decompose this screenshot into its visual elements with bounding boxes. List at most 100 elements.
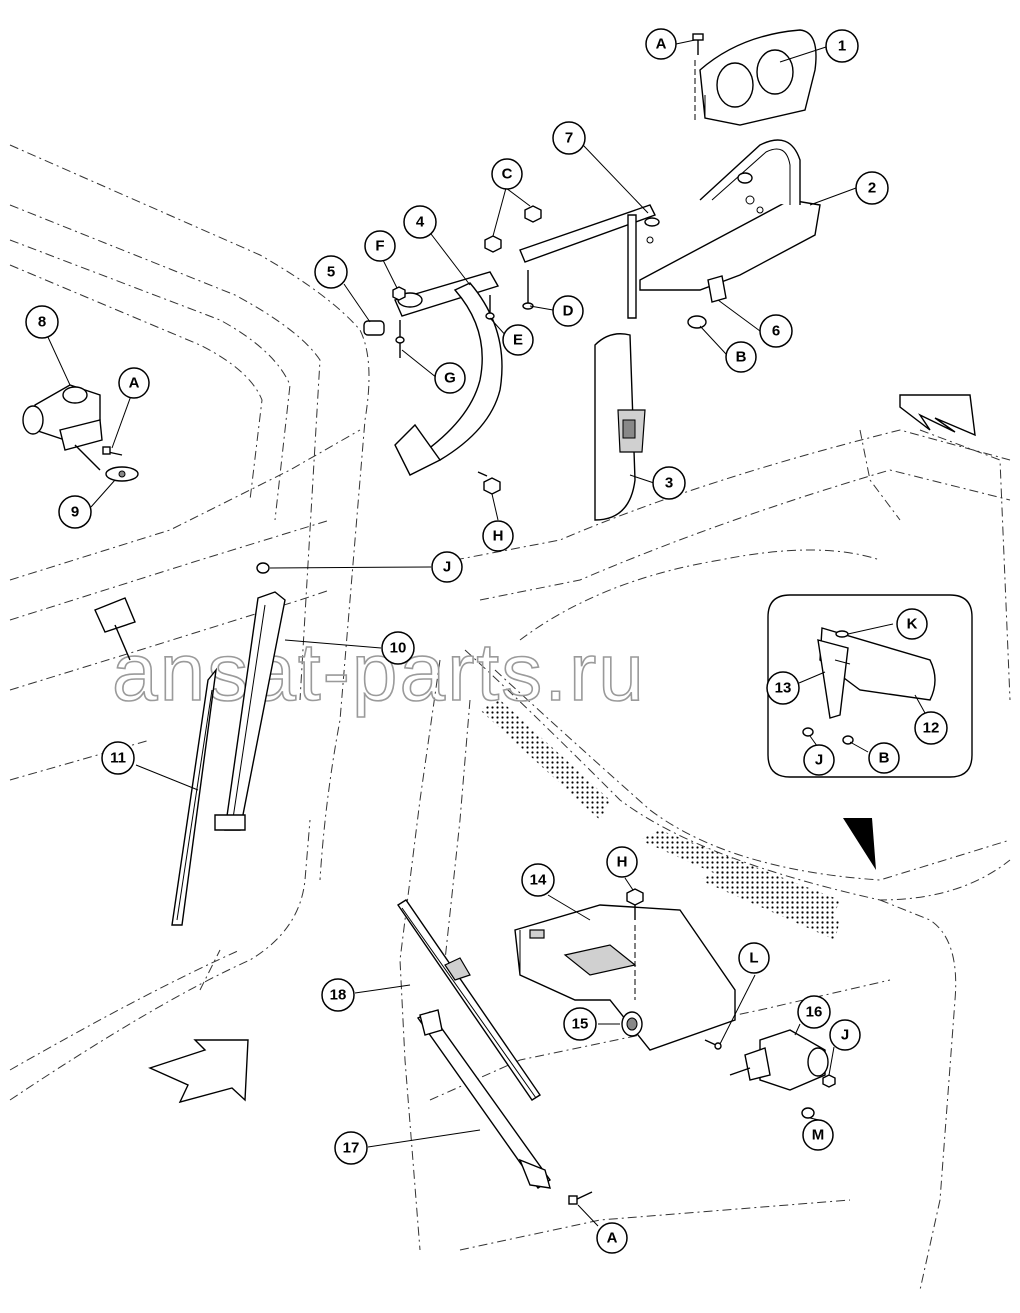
nuts-c <box>484 205 542 253</box>
callout-3: 3 <box>652 466 686 500</box>
callout-13: 13 <box>766 671 800 705</box>
vent-grille <box>480 700 840 940</box>
callout-15: 15 <box>563 1007 597 1041</box>
part-6-clip <box>707 275 727 303</box>
part-7-rod <box>519 204 660 319</box>
svg-text:A: A <box>129 375 140 392</box>
direction-arrow-top <box>899 394 976 437</box>
part-13-bracket <box>817 639 851 719</box>
svg-text:J: J <box>841 1027 849 1044</box>
bolt-h-top <box>477 471 501 495</box>
svg-text:18: 18 <box>330 987 347 1004</box>
svg-text:6: 6 <box>772 323 780 340</box>
part-17-wiper-arm <box>416 1009 551 1189</box>
screw-a-bottom <box>568 1191 593 1205</box>
screw-a-top <box>692 33 704 55</box>
svg-text:14: 14 <box>530 872 547 889</box>
svg-text:A: A <box>607 1230 618 1247</box>
part-14-cover <box>514 904 736 1051</box>
svg-text:3: 3 <box>665 475 673 492</box>
callout-j-inset: J <box>803 744 835 776</box>
callout-1: 1 <box>825 29 859 63</box>
leader-lines <box>46 39 926 1227</box>
callout-d: D <box>552 295 584 327</box>
svg-text:16: 16 <box>806 1004 823 1021</box>
nut-f <box>392 286 406 301</box>
svg-text:17: 17 <box>343 1140 360 1157</box>
svg-text:B: B <box>879 750 890 767</box>
callout-2: 2 <box>855 171 889 205</box>
svg-text:E: E <box>513 332 523 349</box>
svg-text:9: 9 <box>71 504 79 521</box>
callout-b-inset: B <box>868 742 900 774</box>
callout-12: 12 <box>914 711 948 745</box>
left-mount-plate <box>94 597 136 661</box>
svg-text:7: 7 <box>565 130 573 147</box>
callout-l: L <box>738 942 770 974</box>
screw-l <box>704 1039 722 1050</box>
nut-j-left <box>256 562 270 574</box>
part-18-wiper-blade <box>397 899 541 1101</box>
svg-text:L: L <box>749 950 758 967</box>
svg-text:F: F <box>375 238 384 255</box>
svg-text:H: H <box>493 528 504 545</box>
svg-text:B: B <box>736 349 747 366</box>
part-8-motor <box>22 384 103 471</box>
washer-m <box>801 1107 815 1119</box>
direction-arrow-bottom <box>148 1039 249 1104</box>
svg-text:5: 5 <box>327 264 335 281</box>
svg-text:2: 2 <box>868 180 876 197</box>
svg-text:13: 13 <box>775 680 792 697</box>
callout-c: C <box>491 158 523 190</box>
callout-18: 18 <box>321 978 355 1012</box>
svg-text:1: 1 <box>838 38 846 55</box>
callout-9: 9 <box>58 495 92 529</box>
svg-text:15: 15 <box>572 1016 589 1033</box>
callout-17: 17 <box>334 1131 368 1165</box>
svg-text:8: 8 <box>38 314 46 331</box>
svg-text:M: M <box>812 1127 825 1144</box>
callout-f: F <box>364 230 396 262</box>
part-2-bracket <box>639 139 821 291</box>
svg-text:12: 12 <box>923 720 940 737</box>
svg-text:C: C <box>502 166 513 183</box>
callout-e: E <box>502 324 534 356</box>
callout-j-right: J <box>829 1019 861 1051</box>
part-5-spacer <box>363 320 385 336</box>
svg-text:H: H <box>617 854 628 871</box>
callout-a-top: A <box>645 28 677 60</box>
callout-14: 14 <box>521 863 555 897</box>
bolt-d <box>522 270 534 310</box>
left-cab-outline <box>9 144 370 1101</box>
svg-text:4: 4 <box>416 214 425 231</box>
callout-10: 10 <box>381 631 415 665</box>
callout-b-right: B <box>725 341 757 373</box>
watermark: ansat-parts.ru <box>112 627 646 718</box>
screw-a-left <box>102 446 123 456</box>
part-10-wiper-arm <box>214 591 286 831</box>
callout-m: M <box>802 1119 834 1151</box>
callout-h-top: H <box>482 520 514 552</box>
svg-text:J: J <box>443 559 451 576</box>
part-3-mirror <box>594 333 646 521</box>
part-1-shroud <box>699 29 817 126</box>
right-cab-outline <box>399 429 1011 1291</box>
part-15-grommet <box>621 1011 643 1037</box>
callout-4: 4 <box>403 205 437 239</box>
svg-text:G: G <box>444 370 456 387</box>
callout-g: G <box>434 362 466 394</box>
callout-a-bottom: A <box>596 1222 628 1254</box>
bolt-g <box>395 320 405 358</box>
svg-text:J: J <box>815 752 823 769</box>
callout-k: K <box>896 608 928 640</box>
svg-text:K: K <box>907 616 918 633</box>
svg-text:D: D <box>563 303 574 320</box>
callout-5: 5 <box>314 255 348 289</box>
nut-b-right <box>687 315 707 329</box>
callout-j-left: J <box>431 551 463 583</box>
callout-a-left: A <box>118 367 150 399</box>
callout-8: 8 <box>25 305 59 339</box>
part-9-base <box>105 466 139 482</box>
callout-6: 6 <box>759 314 793 348</box>
